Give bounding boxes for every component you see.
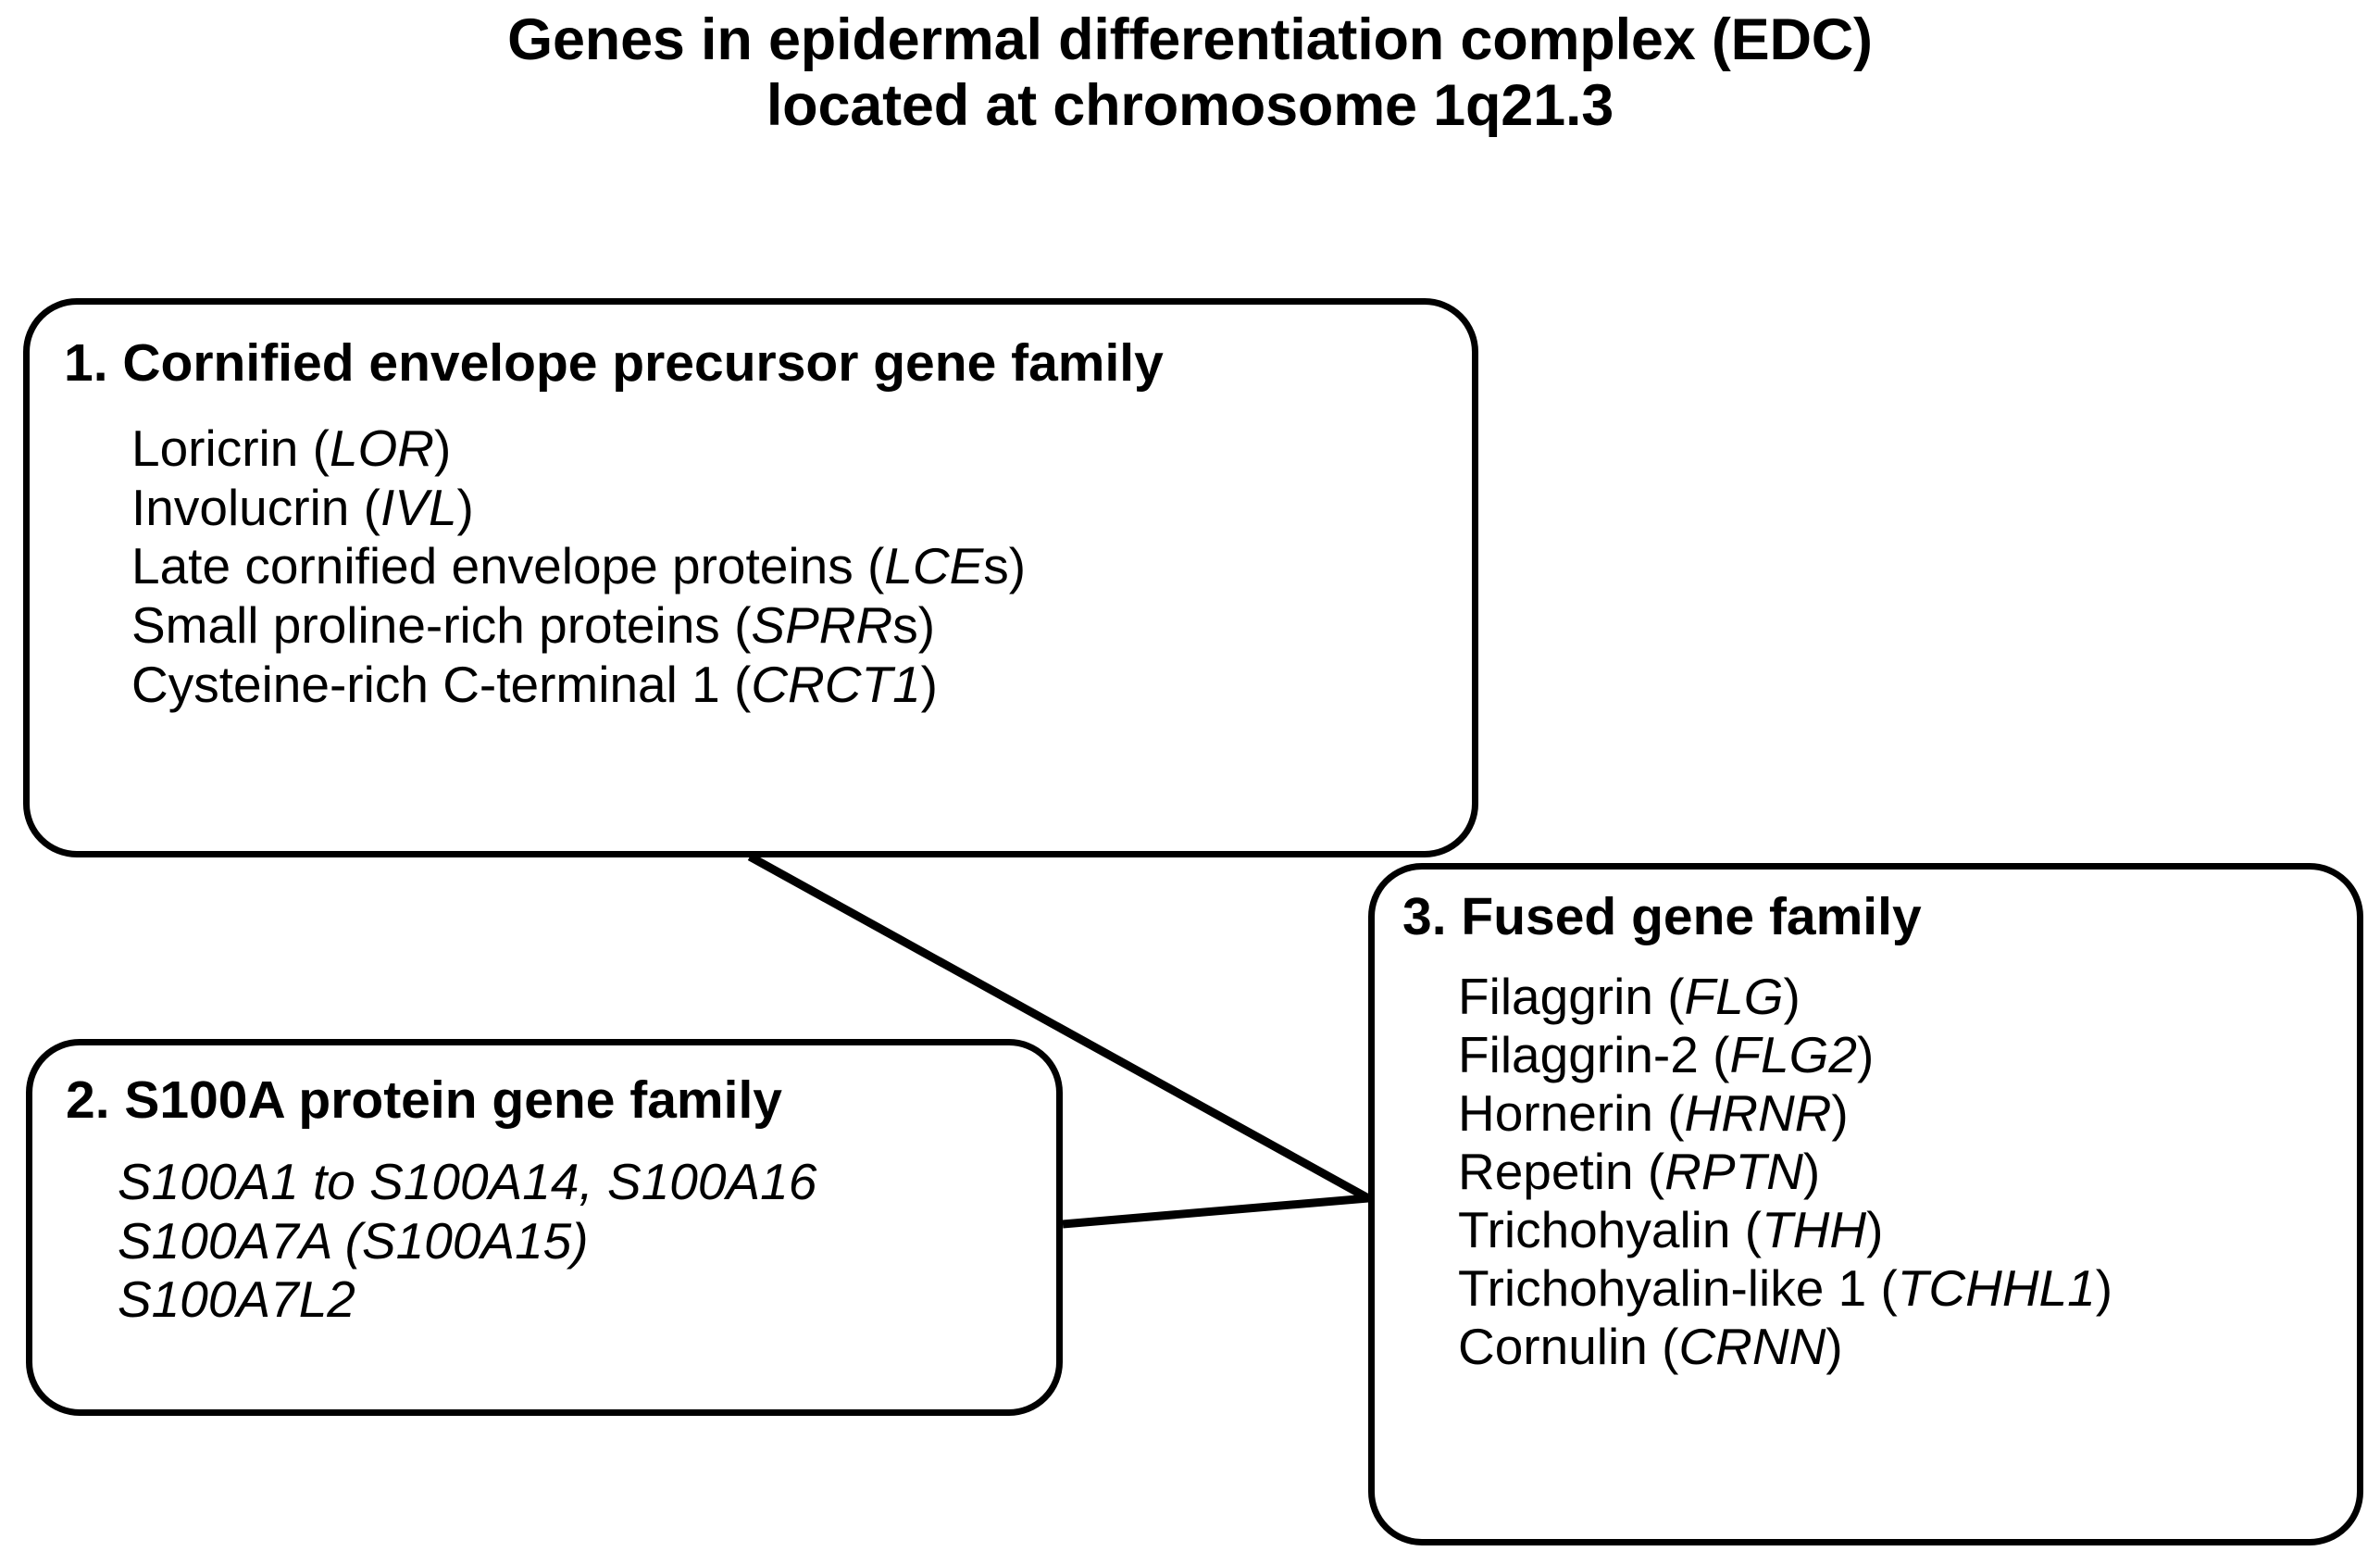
gene-symbol: TCHHL1 <box>1897 1258 2096 1317</box>
list-item: Hornerin (HRNR) <box>1458 1084 2357 1143</box>
list-item: Loricrin (LOR) <box>131 419 1472 479</box>
box1-heading: 1. Cornified envelope precursor gene fam… <box>64 333 1164 393</box>
list-item: Filaggrin-2 (FLG2) <box>1458 1026 2357 1084</box>
gene-name: Filaggrin ( <box>1458 967 1685 1025</box>
page-title-line-2: located at chromosome 1q21.3 <box>766 72 1614 138</box>
gene-family-box-3: 3. Fused gene family Filaggrin (FLG) Fil… <box>1368 863 2363 1545</box>
gene-symbol: CRNN <box>1678 1317 1826 1375</box>
box1-gene-list: Loricrin (LOR) Involucrin (IVL) Late cor… <box>131 419 1472 715</box>
list-item: Cysteine-rich C-terminal 1 (CRCT1) <box>131 656 1472 715</box>
gene-symbol: IVL <box>380 478 457 536</box>
gene-name: Repetin ( <box>1458 1142 1665 1200</box>
list-item: Trichohyalin (THH) <box>1458 1201 2357 1259</box>
list-item: Cornulin (CRNN) <box>1458 1318 2357 1376</box>
list-item: Small proline-rich proteins (SPRRs) <box>131 596 1472 656</box>
page-title: Genes in epidermal differentiation compl… <box>0 7 2380 138</box>
gene-tail: ) <box>456 478 474 536</box>
gene-symbol: FLG2 <box>1729 1025 1857 1083</box>
gene-name: Late cornified envelope proteins ( <box>131 537 885 595</box>
list-item: Late cornified envelope proteins (LCEs) <box>131 537 1472 596</box>
list-item: Repetin (RPTN) <box>1458 1143 2357 1201</box>
gene-symbol: S100A7A (S100A15) <box>118 1211 589 1270</box>
box3-heading: 3. Fused gene family <box>1402 887 1922 946</box>
gene-tail: ) <box>2095 1258 2113 1317</box>
gene-tail: ) <box>1866 1200 1884 1258</box>
gene-symbol: S100A7L2 <box>118 1270 355 1329</box>
gene-name: Small proline-rich proteins ( <box>131 596 752 655</box>
box2-heading: 2. S100A protein gene family <box>66 1070 782 1130</box>
gene-tail: ) <box>920 656 938 714</box>
gene-tail: ) <box>1831 1083 1849 1142</box>
list-item: S100A7A (S100A15) <box>118 1212 1056 1271</box>
gene-name: Trichohyalin ( <box>1458 1200 1763 1258</box>
gene-tail: s) <box>892 596 936 655</box>
gene-tail: ) <box>1825 1317 1843 1375</box>
list-item: Involucrin (IVL) <box>131 479 1472 538</box>
gene-name: Involucrin ( <box>131 478 380 536</box>
list-item: S100A1 to S100A14, S100A16 <box>118 1153 1056 1212</box>
gene-family-box-2: 2. S100A protein gene family S100A1 to S… <box>26 1039 1063 1416</box>
list-item: S100A7L2 <box>118 1270 1056 1330</box>
gene-tail: ) <box>1857 1025 1875 1083</box>
gene-family-box-1: 1. Cornified envelope precursor gene fam… <box>23 298 1478 857</box>
gene-name: Cysteine-rich C-terminal 1 ( <box>131 656 752 714</box>
gene-symbol: HRNR <box>1684 1083 1832 1142</box>
box3-gene-list: Filaggrin (FLG) Filaggrin-2 (FLG2) Horne… <box>1458 968 2357 1376</box>
gene-symbol: CRCT1 <box>751 656 921 714</box>
list-item: Trichohyalin-like 1 (TCHHL1) <box>1458 1259 2357 1318</box>
gene-symbol: SPRR <box>751 596 893 655</box>
gene-tail: ) <box>1802 1142 1821 1200</box>
gene-symbol: FLG <box>1684 967 1784 1025</box>
gene-symbol: RPTN <box>1664 1142 1803 1200</box>
page-title-line-1: Genes in epidermal differentiation compl… <box>507 7 1873 72</box>
gene-symbol: LOR <box>329 419 435 477</box>
gene-name: Cornulin ( <box>1458 1317 1679 1375</box>
gene-symbol: LCE <box>884 537 984 595</box>
gene-name: Trichohyalin-like 1 ( <box>1458 1258 1898 1317</box>
connector-box2-to-box3 <box>1062 1194 1369 1229</box>
gene-tail: ) <box>1783 967 1801 1025</box>
gene-tail: ) <box>434 419 452 477</box>
gene-name: Hornerin ( <box>1458 1083 1685 1142</box>
box2-gene-list: S100A1 to S100A14, S100A16 S100A7A (S100… <box>118 1153 1056 1330</box>
gene-symbol: THH <box>1762 1200 1867 1258</box>
list-item: Filaggrin (FLG) <box>1458 968 2357 1026</box>
gene-name: Loricrin ( <box>131 419 330 477</box>
gene-symbol: S100A1 to S100A14, S100A16 <box>118 1152 817 1210</box>
gene-name: Filaggrin-2 ( <box>1458 1025 1730 1083</box>
gene-tail: s) <box>983 537 1027 595</box>
